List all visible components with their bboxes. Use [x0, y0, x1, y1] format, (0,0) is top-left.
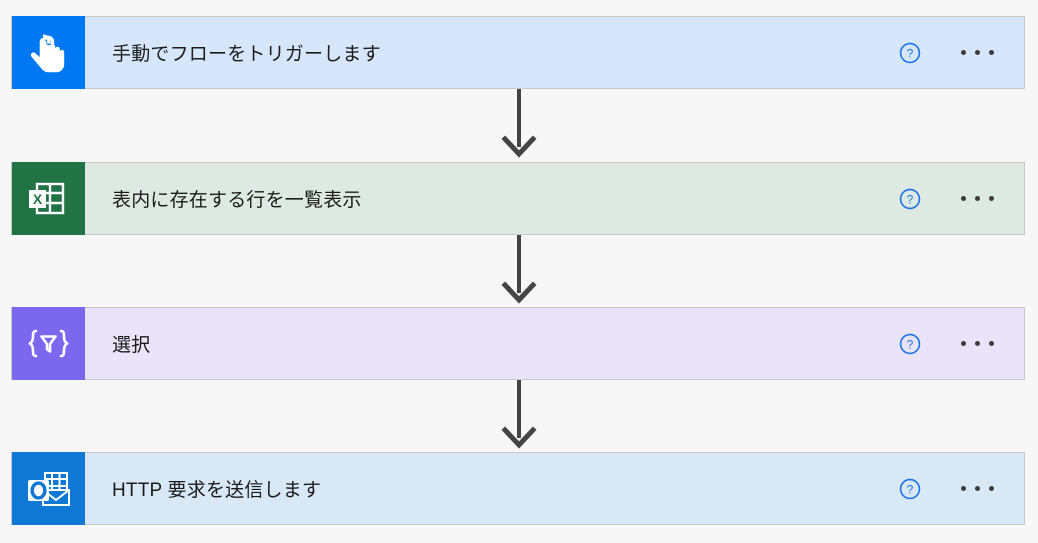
- flow-step-title-3: 選択: [112, 335, 151, 356]
- flow-step-card-4[interactable]: HTTP 要求を送信します ?: [11, 452, 1025, 525]
- menu-dot: [989, 486, 994, 491]
- connector-arrow-2: [495, 235, 543, 308]
- connector-arrow-3: [495, 380, 543, 453]
- more-menu-button[interactable]: [959, 44, 996, 61]
- svg-text:X: X: [33, 191, 43, 207]
- menu-dot: [961, 486, 966, 491]
- excel-icon: X: [12, 162, 85, 235]
- menu-dot: [975, 196, 980, 201]
- help-icon[interactable]: ?: [899, 42, 921, 64]
- card-actions-2: ?: [899, 163, 1024, 234]
- menu-dot: [989, 341, 994, 346]
- outlook-icon: [12, 452, 85, 525]
- help-icon[interactable]: ?: [899, 478, 921, 500]
- more-menu-button[interactable]: [959, 335, 996, 352]
- outlook-icon-block: [12, 452, 85, 525]
- menu-dot: [961, 341, 966, 346]
- menu-dot: [989, 196, 994, 201]
- flow-step-card-3[interactable]: 選択 ?: [11, 307, 1025, 380]
- select-filter-icon: [12, 307, 85, 380]
- more-menu-button[interactable]: [959, 480, 996, 497]
- svg-text:?: ?: [907, 46, 914, 60]
- svg-text:?: ?: [907, 482, 914, 496]
- card-actions-3: ?: [899, 308, 1024, 379]
- card-actions-4: ?: [899, 453, 1024, 524]
- menu-dot: [975, 486, 980, 491]
- menu-dot: [975, 341, 980, 346]
- flow-step-card-1[interactable]: 手動でフローをトリガーします ?: [11, 16, 1025, 89]
- flow-step-title-1: 手動でフローをトリガーします: [112, 44, 381, 65]
- select-filter-icon-block: [12, 307, 85, 380]
- excel-icon-block: X: [12, 162, 85, 235]
- menu-dot: [975, 50, 980, 55]
- menu-dot: [961, 196, 966, 201]
- manual-trigger-icon: [12, 16, 85, 89]
- flow-step-card-2[interactable]: X 表内に存在する行を一覧表示 ?: [11, 162, 1025, 235]
- more-menu-button[interactable]: [959, 190, 996, 207]
- connector-arrow-1: [495, 89, 543, 162]
- flow-step-title-4: HTTP 要求を送信します: [112, 480, 322, 501]
- svg-text:?: ?: [907, 192, 914, 206]
- card-actions-1: ?: [899, 17, 1024, 88]
- menu-dot: [961, 50, 966, 55]
- menu-dot: [989, 50, 994, 55]
- flow-step-title-2: 表内に存在する行を一覧表示: [112, 190, 362, 211]
- manual-trigger-icon-block: [12, 16, 85, 89]
- help-icon[interactable]: ?: [899, 188, 921, 210]
- help-icon[interactable]: ?: [899, 333, 921, 355]
- svg-text:?: ?: [907, 337, 914, 351]
